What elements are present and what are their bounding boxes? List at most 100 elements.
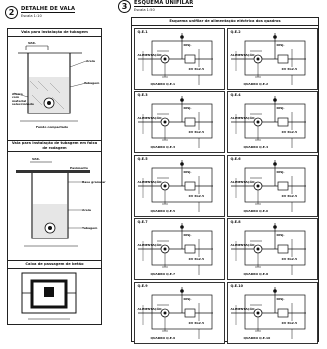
cell-feed-label: ALIMENTAÇÃO (137, 116, 162, 120)
right-section-title: 3 ESQUEMA UNIFILAR Escala 1:50 (118, 0, 194, 13)
cell-caption: QUADRO Q.E.9 (150, 335, 176, 340)
cell-breaker-label: DISJ. (276, 296, 285, 301)
trench-detail-header: Vala para instalação de tubagem (8, 29, 101, 37)
cell-id-label: Q.E.6 (230, 156, 241, 161)
junction-box-drawing (8, 269, 101, 329)
cell-id-label: Q.E.5 (137, 156, 148, 161)
cell-caption: QUADRO Q.E.6 (243, 208, 269, 213)
cell-feed-label: ALIMENTAÇÃO (137, 52, 162, 57)
cell-breaker-label: DISJ. (183, 169, 192, 174)
junction-box-header: Caixa de passagem de betão (8, 261, 101, 269)
cell-cable-label: XV 3G2.5 (188, 130, 205, 134)
road-pipe-note: Tubagem (82, 226, 98, 230)
left-section-title: 2 DETALHE DE VALA Escala 1:10 (5, 6, 76, 19)
cell-caption: QUADRO Q.E.2 (243, 81, 269, 86)
cell-caption: QUADRO Q.E.10 (243, 335, 271, 340)
cell-breaker-label: DISJ. (276, 106, 285, 110)
cell-cable-label: XV 3G2.5 (281, 193, 298, 198)
trench-pipe-note: Tubagem (84, 81, 100, 85)
diagram-cell-5: Q.E.5 ALIMENTAÇÃO DISJ. XV 3G2.5 QUADRO … (133, 154, 225, 217)
road-pavement-note: Pavimento (70, 166, 88, 170)
cell-cable-label: XV 3G2.5 (281, 130, 298, 134)
cell-schematic-svg (230, 159, 306, 212)
cell-id-label: Q.E.8 (230, 220, 241, 224)
right-section-number: 3 (118, 0, 131, 13)
road-trench-drawing: VAR. Pavimento Base granular Areia Tubag… (8, 152, 106, 261)
cell-cable-label: XV 3G2.5 (188, 257, 205, 261)
cell-feed-label: ALIMENTAÇÃO (230, 52, 255, 57)
cell-schematic-svg (230, 286, 306, 339)
cell-schematic-svg (230, 96, 306, 148)
trench-detail-svg (13, 45, 87, 122)
diagram-cell-6: Q.E.6 ALIMENTAÇÃO DISJ. XV 3G2.5 QUADRO … (226, 154, 318, 217)
road-trench-svg (16, 161, 90, 247)
road-trench-width-label: VAR. (32, 157, 40, 161)
cell-breaker-label: DISJ. (183, 296, 192, 301)
cell-caption: QUADRO Q.E.1 (150, 81, 176, 86)
diagram-cell-1: Q.E.1 ALIMENTAÇÃO DISJ. XV 3G2.5 QUADRO … (133, 27, 225, 90)
cell-schematic-svg (137, 286, 213, 339)
cell-feed-label: ALIMENTAÇÃO (230, 116, 255, 120)
trench-fill-note: Aterro com material seleccionado (12, 92, 34, 107)
junction-box-svg (21, 272, 77, 320)
cell-schematic-svg (137, 96, 213, 148)
diagram-cell-8: Q.E.8 ALIMENTAÇÃO DISJ. XV 3G2.5 QUADRO … (226, 218, 318, 280)
diagram-cell-7: Q.E.7 ALIMENTAÇÃO DISJ. XV 3G2.5 QUADRO … (133, 218, 225, 280)
cell-caption: QUADRO Q.E.4 (243, 145, 269, 149)
cell-breaker-label: DISJ. (276, 42, 285, 47)
diagram-cells-area: Q.E.1 ALIMENTAÇÃO DISJ. XV 3G2.5 QUADRO … (132, 26, 318, 344)
trench-bottom-note: Fundo compactado (36, 125, 69, 129)
cell-caption: QUADRO Q.E.8 (243, 272, 269, 276)
cell-cable-label: XV 3G2.5 (281, 320, 298, 325)
cell-feed-label: ALIMENTAÇÃO (137, 306, 162, 311)
cell-id-label: Q.E.3 (137, 93, 148, 97)
cell-id-label: Q.E.4 (230, 93, 241, 97)
diagram-cell-9: Q.E.9 ALIMENTAÇÃO DISJ. XV 3G2.5 QUADRO … (133, 281, 225, 344)
road-trench-header: Vala para instalação de tubagem em faixa… (8, 141, 101, 152)
cell-id-label: Q.E.9 (137, 283, 148, 288)
cell-caption: QUADRO Q.E.7 (150, 272, 176, 276)
trench-detail-drawing: VAR. Aterro com material seleccionado Ar… (8, 37, 101, 141)
left-section-heading: DETALHE DE VALA (21, 6, 76, 13)
cell-schematic-svg (230, 32, 306, 85)
left-details-panel: Vala para instalação de tubagem VAR. Ate… (7, 28, 106, 325)
cell-cable-label: XV 3G2.5 (281, 257, 298, 261)
single-line-diagram-header: Esquema unifilar de alimentação eléctric… (132, 18, 318, 26)
road-base-note: Base granular (82, 180, 106, 184)
cell-schematic-svg (137, 159, 213, 212)
road-sand-note: Areia (82, 208, 91, 212)
cell-id-label: Q.E.1 (137, 29, 148, 34)
trench-width-label: VAR. (28, 41, 36, 45)
cell-feed-label: ALIMENTAÇÃO (230, 243, 255, 247)
cell-breaker-label: DISJ. (276, 233, 285, 237)
single-line-diagram-panel: Esquema unifilar de alimentação eléctric… (131, 17, 319, 344)
cell-feed-label: ALIMENTAÇÃO (230, 306, 255, 311)
cell-breaker-label: DISJ. (276, 169, 285, 174)
cell-breaker-label: DISJ. (183, 42, 192, 47)
trench-sand-note: Areia (86, 59, 95, 63)
cell-cable-label: XV 3G2.5 (188, 193, 205, 198)
diagram-cell-2: Q.E.2 ALIMENTAÇÃO DISJ. XV 3G2.5 QUADRO … (226, 27, 318, 90)
right-section-heading: ESQUEMA UNIFILAR (134, 0, 194, 7)
cell-schematic-svg (137, 32, 213, 85)
cell-id-label: Q.E.7 (137, 220, 148, 224)
cell-caption: QUADRO Q.E.5 (150, 208, 176, 213)
right-section-scale: Escala 1:50 (134, 8, 155, 12)
cell-id-label: Q.E.2 (230, 29, 241, 34)
cell-breaker-label: DISJ. (183, 106, 192, 110)
left-section-scale: Escala 1:10 (21, 14, 42, 18)
cell-breaker-label: DISJ. (183, 233, 192, 237)
cell-feed-label: ALIMENTAÇÃO (137, 179, 162, 184)
cell-feed-label: ALIMENTAÇÃO (230, 179, 255, 184)
cell-cable-label: XV 3G2.5 (281, 66, 298, 71)
cell-cable-label: XV 3G2.5 (188, 320, 205, 325)
cell-feed-label: ALIMENTAÇÃO (137, 243, 162, 247)
cell-schematic-svg (230, 223, 306, 275)
cell-caption: QUADRO Q.E.3 (150, 145, 176, 149)
diagram-cell-3: Q.E.3 ALIMENTAÇÃO DISJ. XV 3G2.5 QUADRO … (133, 91, 225, 153)
diagram-cell-10: Q.E.10 ALIMENTAÇÃO DISJ. XV 3G2.5 QUADRO… (226, 281, 318, 344)
left-section-number: 2 (5, 6, 18, 19)
cell-cable-label: XV 3G2.5 (188, 66, 205, 71)
diagram-cell-4: Q.E.4 ALIMENTAÇÃO DISJ. XV 3G2.5 QUADRO … (226, 91, 318, 153)
cell-schematic-svg (137, 223, 213, 275)
